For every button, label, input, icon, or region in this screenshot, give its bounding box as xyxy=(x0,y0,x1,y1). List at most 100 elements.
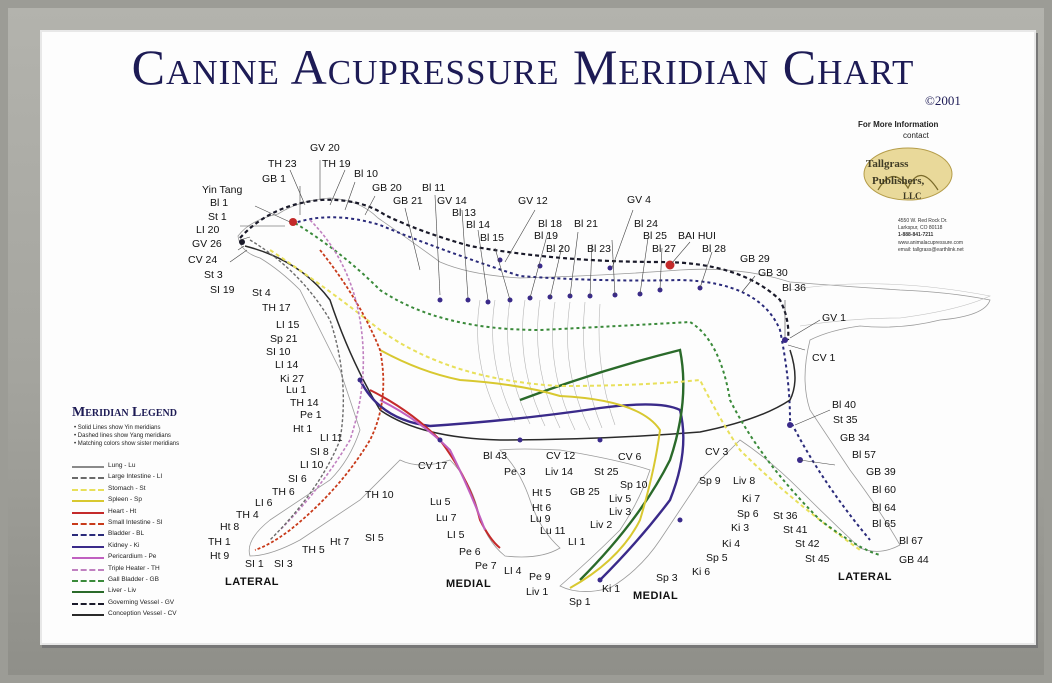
point-label: Sp 6 xyxy=(737,509,759,520)
point-label: Pe 9 xyxy=(529,572,551,583)
legend-label: Liver - Liv xyxy=(108,587,136,594)
point-label: St 36 xyxy=(773,511,798,522)
legend-label: Pericardium - Pe xyxy=(108,553,156,560)
legend-swatch xyxy=(72,512,104,514)
small-intestine-line xyxy=(255,250,383,550)
point-label: TH 14 xyxy=(290,398,319,409)
point-label: BAI HUI xyxy=(678,231,716,242)
point-label: TH 10 xyxy=(365,490,394,501)
point-label: GB 44 xyxy=(899,555,929,566)
legend-swatch xyxy=(72,477,104,479)
point-label: GB 34 xyxy=(840,433,870,444)
legend-swatch xyxy=(72,603,104,605)
point-label: Ki 6 xyxy=(692,567,710,578)
legend-item: Large Intestine - LI xyxy=(72,473,232,482)
point-label: GV 26 xyxy=(192,239,222,250)
point-label: Bl 65 xyxy=(872,519,896,530)
point-label: GB 20 xyxy=(372,183,402,194)
point-label: GB 39 xyxy=(866,467,896,478)
legend-item: Triple Heater - TH xyxy=(72,565,232,574)
legend-label: Heart - Ht xyxy=(108,508,136,515)
point-label: GV 1 xyxy=(822,313,846,324)
point-label: Ht 7 xyxy=(330,537,349,548)
point-label: Bl 25 xyxy=(643,231,667,242)
point-label: Ht 1 xyxy=(293,424,312,435)
point-label: GV 12 xyxy=(518,196,548,207)
point-label: LI 4 xyxy=(504,566,522,577)
legend-item: Heart - Ht xyxy=(72,508,232,517)
view-label-medial-hind: MEDIAL xyxy=(633,590,678,602)
point-label: Bl 40 xyxy=(832,400,856,411)
point-label: Bl 20 xyxy=(546,244,570,255)
legend-swatch xyxy=(72,534,104,536)
view-label-medial-front: MEDIAL xyxy=(446,578,491,590)
point-label: CV 12 xyxy=(546,451,575,462)
point-label: GB 1 xyxy=(262,174,286,185)
legend-swatch xyxy=(72,466,104,468)
point-label: SI 19 xyxy=(210,285,235,296)
point-label: GB 29 xyxy=(740,254,770,265)
point-label: Pe 3 xyxy=(504,467,526,478)
legend-label: Spleen - Sp xyxy=(108,496,142,503)
legend-swatch xyxy=(72,557,104,559)
point-label: Lu 5 xyxy=(430,497,450,508)
view-label-lateral-hind: LATERAL xyxy=(838,571,892,583)
point-label: TH 17 xyxy=(262,303,291,314)
point-label: St 1 xyxy=(208,212,227,223)
legend-item: Bladder - BL xyxy=(72,530,232,539)
point-label: SI 6 xyxy=(288,474,307,485)
gall-bladder-line xyxy=(290,220,880,555)
nose-marker xyxy=(239,239,245,245)
point-label: Ht 5 xyxy=(532,488,551,499)
legend-swatch xyxy=(72,500,104,502)
point-label: SI 1 xyxy=(245,559,264,570)
point-label: SI 8 xyxy=(310,447,329,458)
point-label: Lu 11 xyxy=(540,526,566,537)
point-label: GB 25 xyxy=(570,487,600,498)
legend-item: Stomach - St xyxy=(72,485,232,494)
point-label: Yin Tang xyxy=(202,185,242,196)
legend-item: Small Intestine - SI xyxy=(72,519,232,528)
point-label: LI 1 xyxy=(568,537,586,548)
point-label: Liv 2 xyxy=(590,520,612,531)
legend-item: Governing Vessel - GV xyxy=(72,599,232,608)
point-label: Bl 13 xyxy=(452,208,476,219)
point-label: Bl 21 xyxy=(574,219,598,230)
legend-item: Gall Bladder - GB xyxy=(72,576,232,585)
legend-note: • Dashed lines show Yang meridians xyxy=(74,433,171,439)
legend-label: Gall Bladder - GB xyxy=(108,576,159,583)
point-label: St 25 xyxy=(594,467,619,478)
point-label: Liv 14 xyxy=(545,467,573,478)
point-label: Lu 1 xyxy=(286,385,306,396)
point-label: Bl 27 xyxy=(652,244,676,255)
point-label: Liv 8 xyxy=(733,476,755,487)
legend-swatch xyxy=(72,614,104,616)
point-label: Bl 24 xyxy=(634,219,658,230)
point-label: St 35 xyxy=(833,415,858,426)
point-label: Bl 64 xyxy=(872,503,896,514)
point-label: Sp 9 xyxy=(699,476,721,487)
point-label: Sp 21 xyxy=(270,334,297,345)
point-label: GV 14 xyxy=(437,196,467,207)
legend-swatch xyxy=(72,489,104,491)
point-label: Ki 1 xyxy=(602,584,620,595)
point-label: Lu 7 xyxy=(436,513,456,524)
point-label: Sp 1 xyxy=(569,597,591,608)
point-label: Sp 3 xyxy=(656,573,678,584)
legend-swatch xyxy=(72,523,104,525)
legend-item: Kidney - Ki xyxy=(72,542,232,551)
point-label: St 42 xyxy=(795,539,820,550)
point-label: Pe 6 xyxy=(459,547,481,558)
point-label: TH 19 xyxy=(322,159,351,170)
point-label: Sp 5 xyxy=(706,553,728,564)
point-label: Liv 3 xyxy=(609,507,631,518)
legend-swatch xyxy=(72,580,104,582)
point-label: Bl 60 xyxy=(872,485,896,496)
point-label: LI 15 xyxy=(276,320,299,331)
legend-note: • Matching colors show sister meridians xyxy=(74,441,179,447)
point-label: LI 10 xyxy=(300,460,323,471)
point-label: CV 6 xyxy=(618,452,641,463)
dog-body-outline xyxy=(238,198,990,592)
view-label-lateral-front: LATERAL xyxy=(225,576,279,588)
point-label: Bl 14 xyxy=(466,220,490,231)
